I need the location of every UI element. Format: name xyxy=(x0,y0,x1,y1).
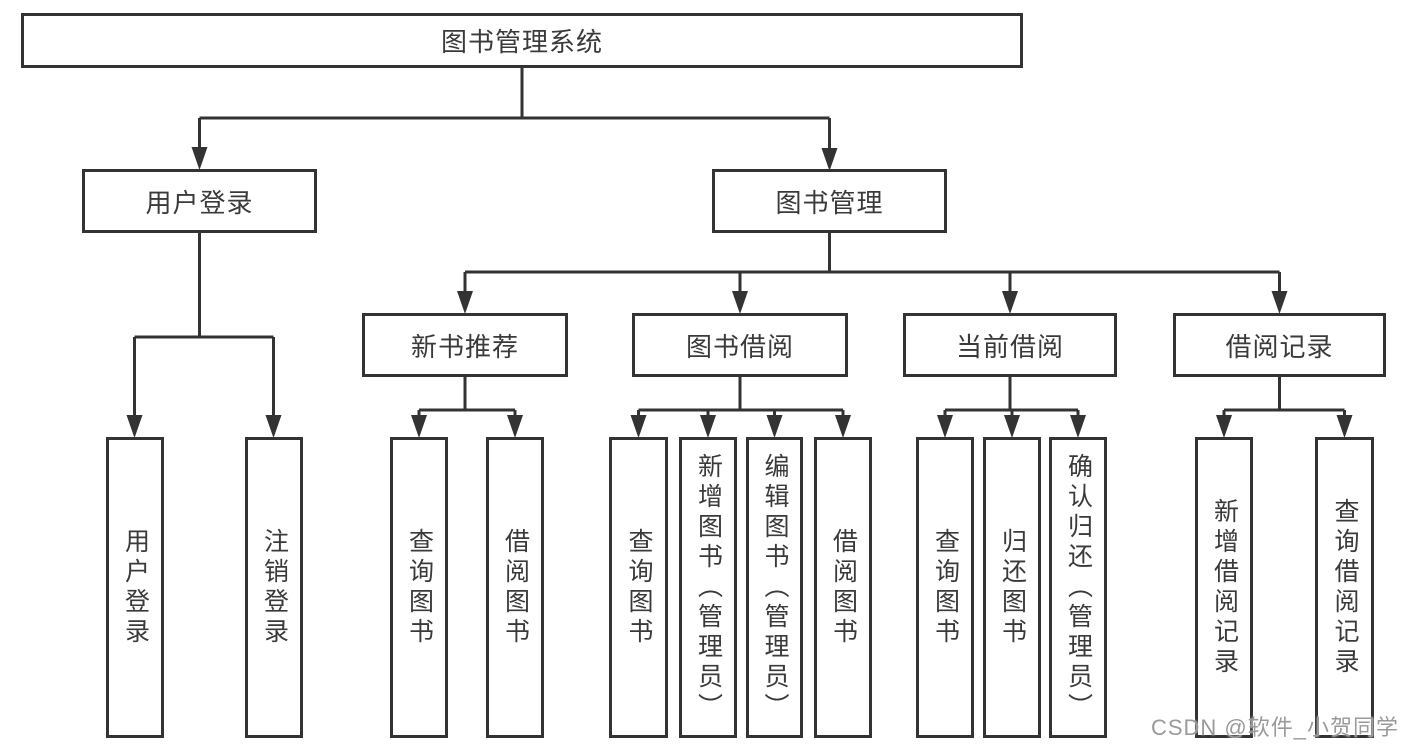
node-current-borrowing: 当前借阅 xyxy=(903,313,1117,377)
leaf-borrowing-borrow-books: 借阅图书 xyxy=(814,437,872,738)
node-library-system: 图书管理系统 xyxy=(21,13,1023,68)
node-book-borrowing: 图书借阅 xyxy=(632,313,848,377)
leaf-records-add-record: 新增借阅记录 xyxy=(1195,437,1253,738)
connector-book-borrowing xyxy=(637,377,845,434)
leaf-current-confirm-return-admin: 确认归还（管理员） xyxy=(1049,437,1107,738)
connector-root xyxy=(198,68,831,167)
connector-borrowing-records xyxy=(1222,377,1346,434)
watermark-text: CSDN @软件_小贺同学 xyxy=(1150,715,1399,740)
connector-new-book-recommend xyxy=(417,377,517,434)
leaf-current-query-books: 查询图书 xyxy=(916,437,974,738)
leaf-user-login: 用户登录 xyxy=(106,437,164,738)
connector-user-login xyxy=(133,233,275,434)
node-new-book-recommend: 新书推荐 xyxy=(362,313,568,377)
leaf-borrowing-add-books-admin: 新增图书（管理员） xyxy=(679,437,737,738)
leaf-borrowing-edit-books-admin: 编辑图书（管理员） xyxy=(746,437,803,738)
node-user-login: 用户登录 xyxy=(82,169,317,233)
leaf-logout: 注销登录 xyxy=(245,437,303,738)
leaf-current-return-books: 归还图书 xyxy=(983,437,1041,738)
connector-book-management xyxy=(463,233,1281,310)
leaf-newbook-query-books: 查询图书 xyxy=(390,437,448,738)
node-borrowing-records: 借阅记录 xyxy=(1173,313,1386,377)
arrowheads xyxy=(126,147,1353,438)
node-book-management: 图书管理 xyxy=(712,169,947,233)
leaf-borrowing-query-books: 查询图书 xyxy=(609,437,668,738)
leaf-newbook-borrow-books: 借阅图书 xyxy=(486,437,544,738)
leaf-records-query-record: 查询借阅记录 xyxy=(1315,437,1374,738)
